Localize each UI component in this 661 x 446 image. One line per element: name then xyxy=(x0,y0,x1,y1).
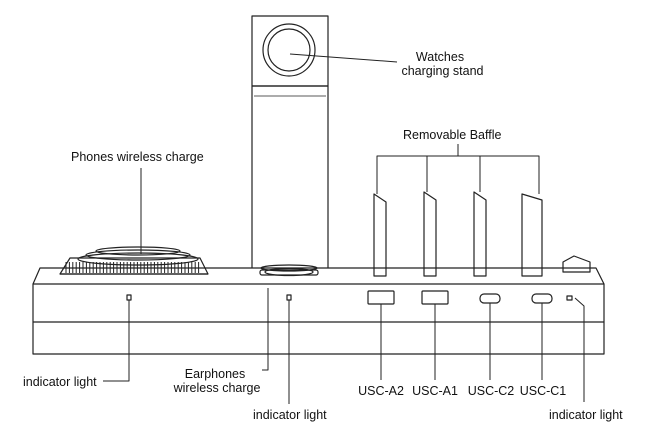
label-removable-baffle: Removable Baffle xyxy=(403,128,502,142)
earphones-pad xyxy=(264,267,314,277)
label-watch-stand-line1: Watches xyxy=(415,50,465,64)
removable-baffles xyxy=(373,191,543,277)
label-indicator-light-right: indicator light xyxy=(549,408,623,422)
label-watch-stand-line2: charging stand xyxy=(401,64,484,78)
baffle-1 xyxy=(373,193,387,277)
port-usb-c2 xyxy=(479,293,501,304)
cable-clip xyxy=(562,255,591,273)
label-indicator-light-middle: indicator light xyxy=(253,408,327,422)
label-earphones-line1: Earphones xyxy=(184,367,246,381)
label-port-usc-a2: USC-A2 xyxy=(358,384,404,398)
phone-wireless-pad xyxy=(59,246,209,275)
label-indicator-light-left: indicator light xyxy=(23,375,97,389)
label-phones-wireless-charge: Phones wireless charge xyxy=(71,150,204,164)
baffle-4 xyxy=(521,193,543,277)
port-usb-a1 xyxy=(421,290,449,305)
baffle-3 xyxy=(473,191,487,277)
label-port-usc-c1: USC-C1 xyxy=(519,384,567,398)
port-usb-a2 xyxy=(367,290,395,305)
indicator-light-2 xyxy=(286,294,292,301)
indicator-light-1 xyxy=(126,294,132,301)
label-earphones-line2: wireless charge xyxy=(173,381,261,395)
ports xyxy=(367,290,553,305)
watch-stand xyxy=(251,15,329,276)
label-port-usc-c2: USC-C2 xyxy=(467,384,515,398)
baffle-2 xyxy=(423,191,437,277)
label-port-usc-a1: USC-A1 xyxy=(412,384,458,398)
indicator-light-3 xyxy=(566,295,573,301)
base-unit xyxy=(32,267,605,355)
leader-lines xyxy=(103,53,585,404)
port-usb-c1 xyxy=(531,293,553,304)
indicator-lights xyxy=(126,294,573,301)
